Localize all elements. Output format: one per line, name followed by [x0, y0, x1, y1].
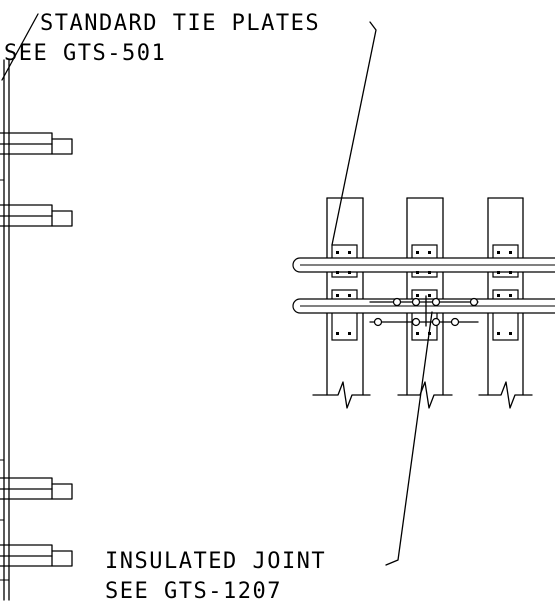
- joint-bolts: [373, 297, 479, 327]
- tie-plates-label-line1: STANDARD TIE PLATES: [40, 11, 320, 36]
- upper-rail: [292, 257, 555, 273]
- lower-rail: [292, 298, 555, 314]
- plan-tie: [312, 197, 371, 409]
- leader-lines: [1, 13, 433, 566]
- plan-view: [292, 197, 555, 409]
- plan-tie: [478, 197, 533, 409]
- plate-spikes: [336, 251, 512, 335]
- insulated-joint-bars: [369, 295, 479, 327]
- side-tie: [0, 204, 73, 227]
- label-insulated-joint: INSULATED JOINT SEE GTS-1207: [105, 549, 326, 604]
- tie-plates-label-line2: SEE GTS-501: [4, 41, 166, 66]
- label-tie-plates: STANDARD TIE PLATES SEE GTS-501: [4, 11, 320, 66]
- side-tie: [0, 544, 73, 567]
- side-tie: [0, 132, 73, 155]
- plan-tie: [397, 197, 453, 409]
- left-side-view: [0, 59, 73, 601]
- joint-label-line2: SEE GTS-1207: [105, 579, 282, 604]
- joint-label-line1: INSULATED JOINT: [105, 549, 326, 574]
- side-tie: [0, 477, 73, 500]
